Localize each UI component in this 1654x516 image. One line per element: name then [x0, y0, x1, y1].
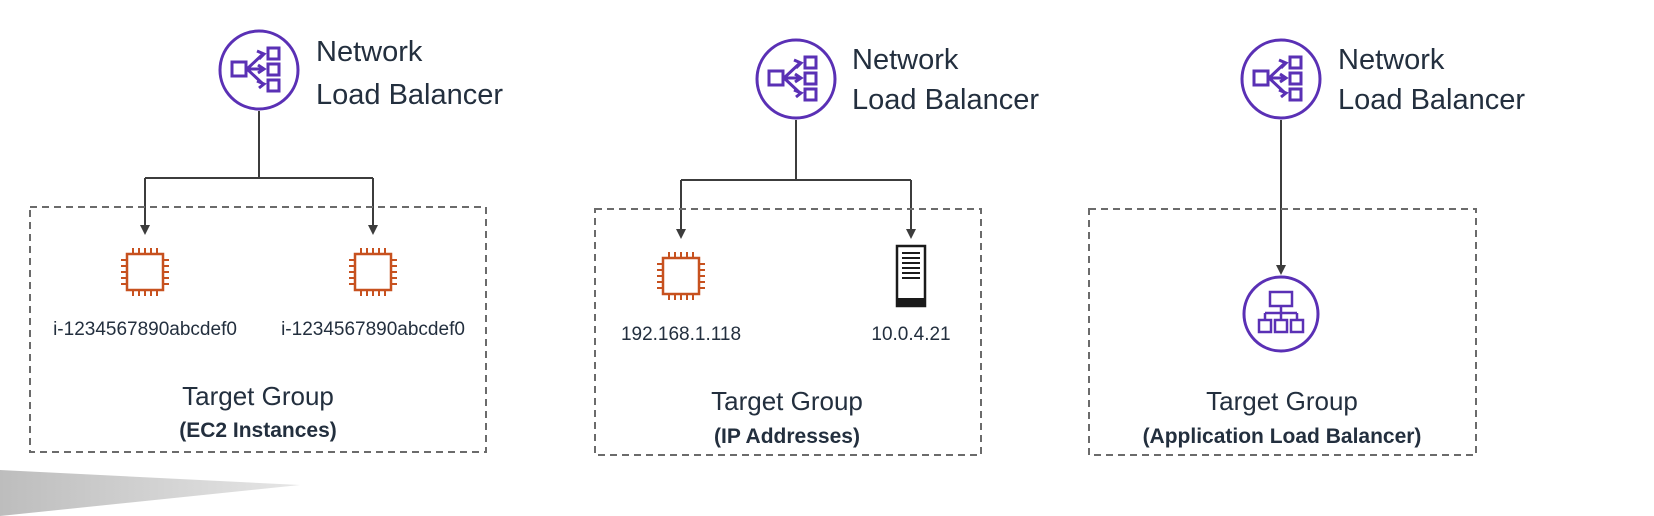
ec2-instance-icon: [121, 248, 169, 296]
network-load-balancer-icon: [1240, 38, 1322, 120]
target-label: 10.0.4.21: [871, 324, 950, 345]
target-label: i-1234567890abcdef0: [281, 319, 465, 340]
connector-line: [145, 111, 373, 179]
load-balancer-title-line1: Network: [316, 36, 423, 68]
load-balancer-title-line1: Network: [852, 44, 959, 76]
panel-ec2-instances: Network Load Balancer i-1234567890abcdef…: [29, 29, 503, 453]
target-label: 192.168.1.118: [621, 324, 741, 345]
target-group-box: [29, 206, 487, 453]
server-icon: [895, 244, 927, 308]
target-group-title: Target Group: [711, 386, 863, 416]
ec2-instance-icon: [657, 252, 705, 300]
slide-edge-shadow: [0, 470, 300, 516]
panel-application-load-balancer: Network Load Balancer Target Group (Appl…: [1088, 38, 1525, 456]
load-balancer-title-line2: Load Balancer: [852, 84, 1039, 116]
load-balancer-title-line2: Load Balancer: [316, 79, 503, 111]
connector-line: [681, 120, 911, 181]
target-group-subtitle: (EC2 Instances): [179, 419, 337, 442]
ec2-instance-icon: [349, 248, 397, 296]
network-load-balancer-icon: [755, 38, 837, 120]
target-label: i-1234567890abcdef0: [53, 319, 237, 340]
target-group-box: [1088, 208, 1477, 456]
target-group-subtitle: (Application Load Balancer): [1143, 425, 1422, 448]
network-load-balancer-icon: [218, 29, 300, 111]
panel-ip-addresses: Network Load Balancer 192.168.1.118 10.0…: [594, 38, 1039, 456]
target-group-title: Target Group: [182, 381, 334, 411]
target-group-title: Target Group: [1206, 386, 1358, 416]
target-group-box: [594, 208, 982, 456]
load-balancer-title-line1: Network: [1338, 44, 1445, 76]
load-balancer-title-line2: Load Balancer: [1338, 84, 1525, 116]
application-load-balancer-icon: [1242, 275, 1320, 353]
target-group-subtitle: (IP Addresses): [714, 425, 860, 448]
